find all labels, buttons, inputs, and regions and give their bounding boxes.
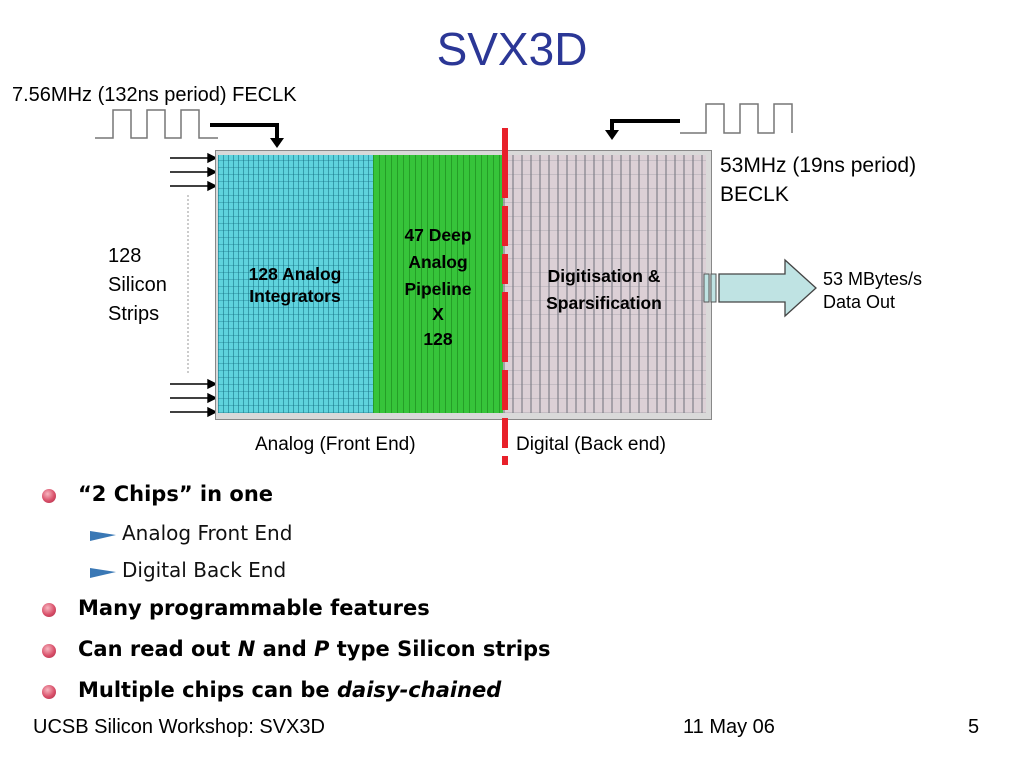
bullet-read-out-text2: and [255, 637, 315, 661]
analog-front-end-label: Analog (Front End) [255, 434, 416, 455]
footer-page-number: 5 [968, 716, 980, 738]
beclk-waveform [680, 103, 793, 134]
pipeline-line2: Analog [408, 252, 468, 272]
beclk-label-line2: BECLK [720, 183, 789, 206]
pipeline-line1: 47 Deep [404, 225, 472, 245]
silicon-strips-count: 128 [108, 245, 142, 267]
bullet-read-out-n: N [237, 637, 256, 661]
beclk-label: 53MHz (19ns period) BECLK [720, 151, 916, 209]
beclk-arrow [610, 119, 680, 132]
silicon-strips-label: 128 Silicon Strips [108, 242, 167, 329]
pipeline-label: 47 Deep Analog Pipeline X 128 [378, 222, 498, 353]
footer-title: UCSB Silicon Workshop: SVX3D [33, 716, 325, 738]
pipeline-line5: 128 [423, 329, 453, 349]
bullet-read-out-p: P [314, 637, 330, 661]
bullet-dot [42, 603, 56, 617]
bullet-two-chips: “2 Chips” in one [78, 482, 274, 506]
digital-back-end-label: Digital (Back end) [516, 434, 666, 455]
sub-bullet-arrow-icon [90, 531, 116, 541]
sub-bullet-analog-front-end: Analog Front End [122, 521, 293, 545]
digitisation-label: Digitisation & Sparsification [520, 263, 688, 317]
bullet-daisy-chained: Multiple chips can be daisy-chained [78, 678, 501, 702]
feclk-arrow [210, 123, 279, 140]
bullet-read-out-text1: Can read out [78, 637, 238, 661]
digital-region [503, 155, 706, 413]
data-out-label: 53 MBytes/s Data Out [823, 268, 922, 314]
bullet-dot [42, 644, 56, 658]
digitisation-line1: Digitisation & [547, 266, 661, 286]
data-out-text: Data Out [823, 292, 896, 312]
silicon-strips-word2: Strips [108, 303, 160, 325]
analog-integrators-region [218, 155, 373, 413]
analog-integrators-line2: Integrators [249, 286, 341, 306]
bullet-dot [42, 489, 56, 503]
bullet-daisy-emphasis: daisy-chained [336, 678, 502, 702]
pipeline-line4: X [432, 304, 444, 324]
bullet-daisy-text: Multiple chips can be [78, 678, 337, 702]
bullet-programmable-features: Many programmable features [78, 596, 430, 620]
bullet-dot [42, 685, 56, 699]
bullet-read-out-types: Can read out N and P type Silicon strips [78, 637, 551, 661]
sub-bullet-arrow-icon [90, 568, 116, 578]
feclk-label: 7.56MHz (132ns period) FECLK [12, 84, 297, 106]
feclk-waveform [95, 109, 218, 139]
beclk-label-line1: 53MHz (19ns period) [720, 154, 917, 177]
silicon-strips-word1: Silicon [108, 274, 167, 296]
analog-pipeline-region [373, 155, 503, 413]
footer-date: 11 May 06 [683, 716, 775, 738]
analog-integrators-line1: 128 Analog [248, 264, 342, 284]
bullet-read-out-text3: type Silicon strips [329, 637, 551, 661]
pipeline-line3: Pipeline [404, 279, 472, 299]
data-out-rate: 53 MBytes/s [823, 269, 923, 289]
page-title: SVX3D [436, 23, 588, 75]
digitisation-line2: Sparsification [546, 293, 662, 313]
analog-integrators-label: 128 Analog Integrators [225, 263, 365, 307]
sub-bullet-digital-back-end: Digital Back End [122, 558, 287, 582]
